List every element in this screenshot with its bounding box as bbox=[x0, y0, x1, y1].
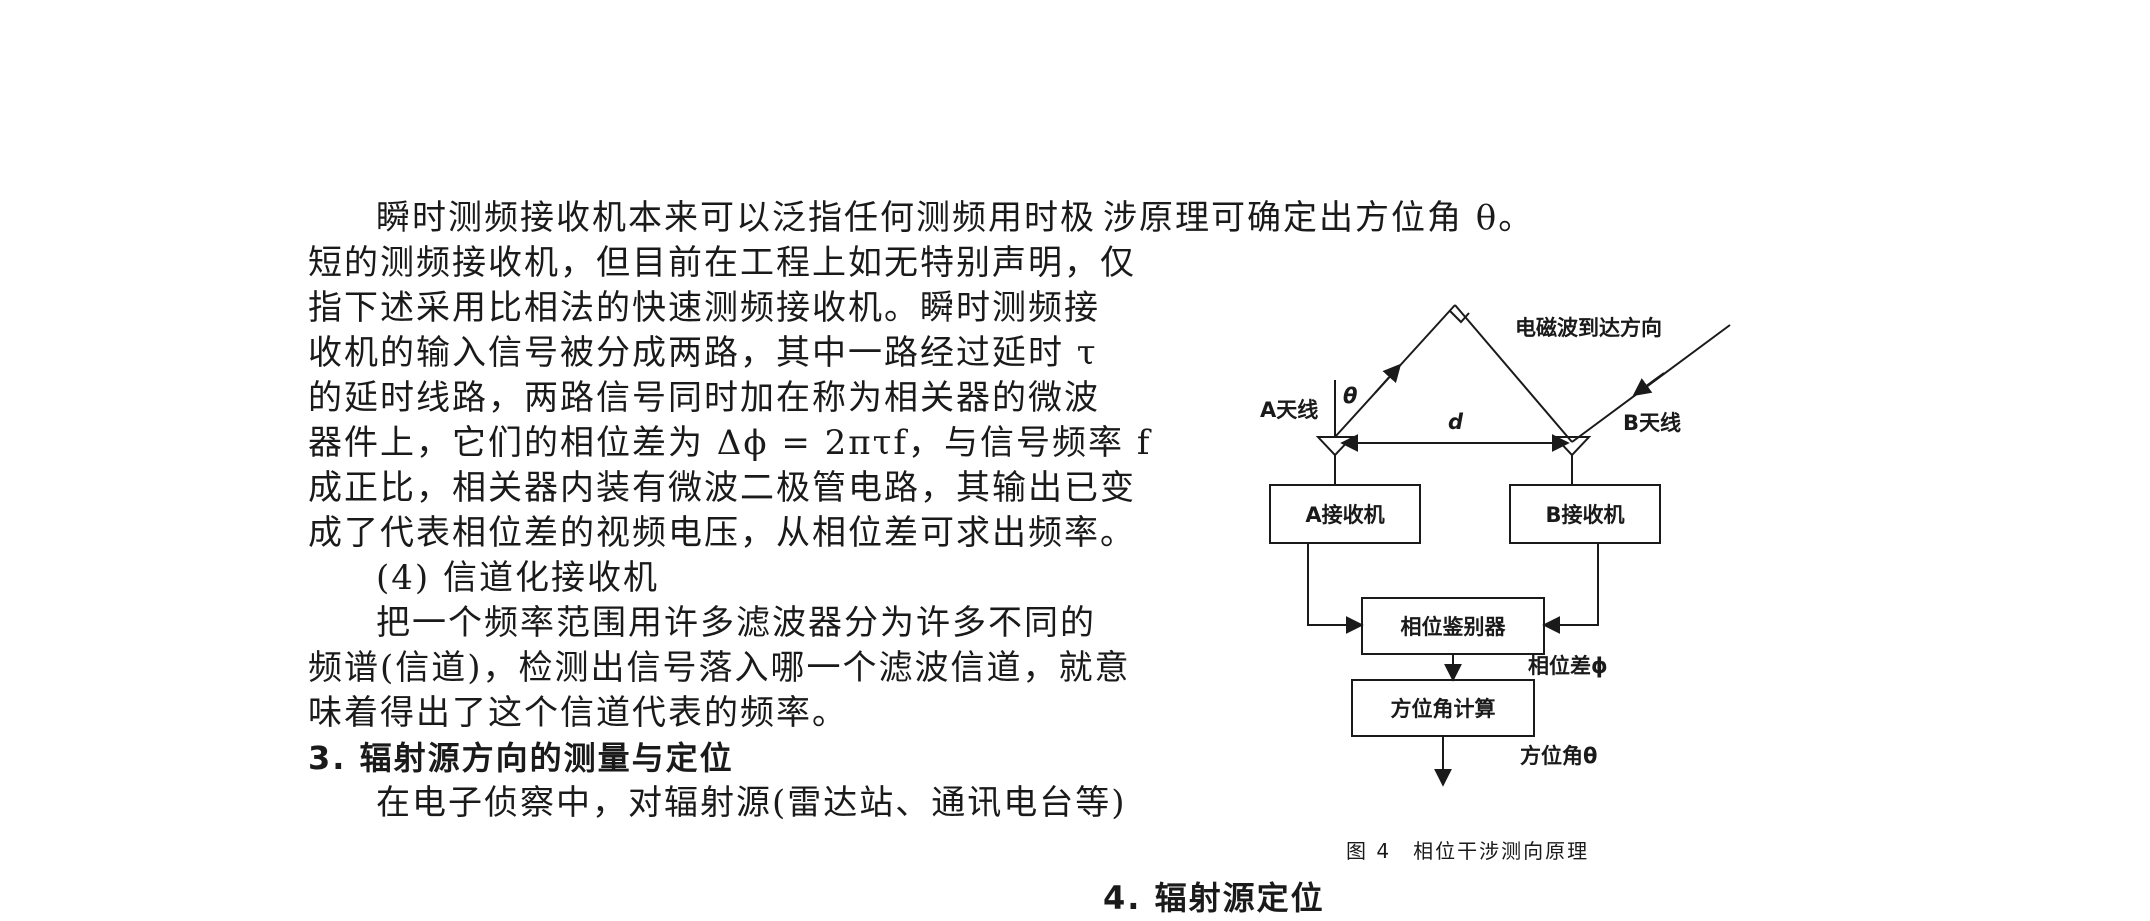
cut-line-wrapper: 在电子侦察中，对辐射源(雷达站、通讯电台等) bbox=[308, 781, 1125, 823]
label-antenna-b: B天线 bbox=[1623, 411, 1681, 435]
right-column: 涉原理可确定出方位角 θ。 bbox=[1103, 196, 1863, 241]
para2-line-1: 把一个频率范围用许多滤波器分为许多不同的 bbox=[376, 603, 1096, 643]
section-heading-3: 3. 辐射源方向的测量与定位 bbox=[308, 739, 734, 777]
wire-a-to-discriminator bbox=[1307, 543, 1364, 634]
label-antenna-a: A天线 bbox=[1260, 398, 1318, 422]
subheading-channelized-receiver: (4) 信道化接收机 bbox=[376, 558, 659, 598]
receiver-a-box bbox=[1269, 484, 1421, 544]
label-theta: θ bbox=[1343, 384, 1357, 408]
para2-line-2: 频谱(信道)，检测出信号落入哪一个滤波信道，就意 bbox=[308, 648, 1131, 688]
label-receiver-a: A接收机 bbox=[1305, 503, 1384, 527]
figure-caption: 图 4 相位干涉测向原理 bbox=[1346, 835, 1589, 864]
label-phase-difference: 相位差ϕ bbox=[1528, 654, 1608, 678]
antenna-b-icon bbox=[1552, 436, 1592, 457]
receiver-b-box bbox=[1509, 484, 1661, 544]
phase-interferometer-diagram: 电磁波到达方向 A天线 B天线 θ d A接收机 B接收机 相位鉴别器 相位差ϕ… bbox=[1260, 304, 1731, 787]
para1-line-8: 成了代表相位差的视频电压，从相位差可求出频率。 bbox=[308, 513, 1136, 553]
label-phase-discriminator: 相位鉴别器 bbox=[1401, 615, 1507, 639]
label-azimuth-calc: 方位角计算 bbox=[1391, 697, 1496, 721]
left-column: 瞬时测频接收机本来可以泛指任何测频用时极 短的测频接收机，但目前在工程上如无特别… bbox=[308, 196, 1152, 823]
wave-ray-b-arrow bbox=[1632, 372, 1665, 397]
para2-line-3: 味着得出了这个信道代表的频率。 bbox=[308, 693, 848, 733]
caption-title: 相位干涉测向原理 bbox=[1413, 839, 1590, 863]
section-heading-4: 4. 辐射源定位 bbox=[1103, 879, 1325, 917]
label-azimuth-output: 方位角θ bbox=[1520, 744, 1597, 768]
bottom-heading-wrapper: 4. 辐射源定位 bbox=[1103, 876, 1503, 917]
label-wave-direction: 电磁波到达方向 bbox=[1515, 316, 1662, 340]
antenna-a-icon bbox=[1315, 436, 1355, 457]
para1-line-6: 器件上，它们的相位差为 Δϕ = 2πτf，与信号频率 f bbox=[308, 423, 1152, 463]
para1-line-5: 的延时线路，两路信号同时加在称为相关器的微波 bbox=[308, 378, 1100, 418]
para1-line-1: 瞬时测频接收机本来可以泛指任何测频用时极 bbox=[376, 198, 1096, 238]
label-receiver-b: B接收机 bbox=[1545, 503, 1624, 527]
right-angle-mark bbox=[1449, 310, 1470, 324]
cut-line-text: 在电子侦察中，对辐射源(雷达站、通讯电台等) bbox=[376, 783, 1127, 823]
right-top-line: 涉原理可确定出方位角 θ。 bbox=[1103, 198, 1535, 238]
para1-line-7: 成正比，相关器内装有微波二极管电路，其输出已变 bbox=[308, 468, 1136, 508]
caption-number: 图 4 bbox=[1346, 839, 1392, 863]
para1-line-4: 收机的输入信号被分成两路，其中一路经过延时 τ bbox=[308, 333, 1098, 373]
para1-line-3: 指下述采用比相法的快速测频接收机。瞬时测频接 bbox=[308, 288, 1100, 328]
wavefront-line bbox=[1454, 304, 1573, 443]
label-baseline-d: d bbox=[1448, 410, 1464, 434]
wave-ray-a-arrow bbox=[1374, 363, 1402, 394]
wire-b-to-discriminator bbox=[1542, 543, 1599, 634]
para1-line-2: 短的测频接收机，但目前在工程上如无特别声明，仅 bbox=[308, 243, 1136, 283]
